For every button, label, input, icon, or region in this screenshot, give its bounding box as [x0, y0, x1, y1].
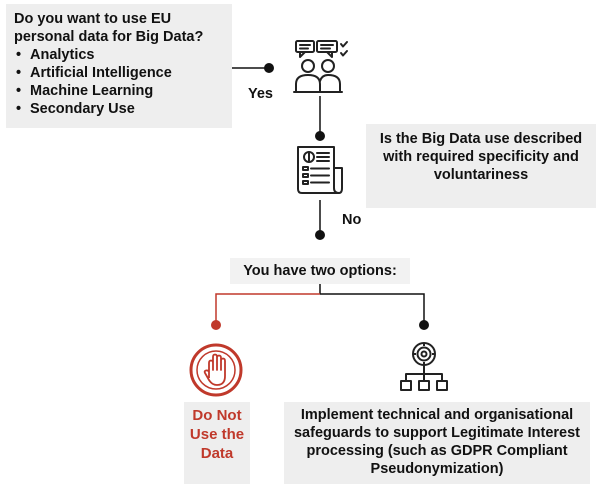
no-label: No: [342, 212, 362, 228]
node-dot-right: [419, 320, 429, 330]
question1-text: Do you want to use EU personal data for …: [14, 11, 204, 45]
node-dot-left: [211, 320, 221, 330]
list-item: Machine Learning: [14, 82, 224, 100]
options-header: You have two options:: [230, 258, 410, 284]
use-case-list: Analytics Artificial Intelligence Machin…: [14, 46, 224, 118]
branch-right-line: [320, 293, 425, 322]
newspaper-document-icon: [297, 146, 343, 194]
option-left-text: Do Not Use the Data: [189, 407, 245, 462]
question2-text: Is the Big Data use described with requi…: [379, 131, 583, 183]
hierarchy-network-icon: [400, 342, 448, 391]
option-do-not-use-box: Do Not Use the Data: [184, 402, 250, 484]
list-item: Analytics: [14, 46, 224, 64]
stop-hand-icon: [189, 343, 243, 397]
conversation-people-icon: [293, 40, 348, 93]
node-dot-no: [315, 230, 325, 240]
node-dot-yes: [264, 63, 274, 73]
yes-label: Yes: [248, 86, 273, 102]
list-item: Artificial Intelligence: [14, 64, 224, 82]
question-box-eu-data: Do you want to use EU personal data for …: [6, 4, 232, 128]
branch-left-line: [215, 293, 320, 322]
question-box-specificity: Is the Big Data use described with requi…: [366, 124, 596, 208]
option-right-text: Implement technical and organisational s…: [293, 407, 581, 477]
options-text: You have two options:: [243, 263, 397, 279]
option-safeguards-box: Implement technical and organisational s…: [284, 402, 590, 484]
node-dot-doc: [315, 131, 325, 141]
list-item: Secondary Use: [14, 100, 224, 118]
